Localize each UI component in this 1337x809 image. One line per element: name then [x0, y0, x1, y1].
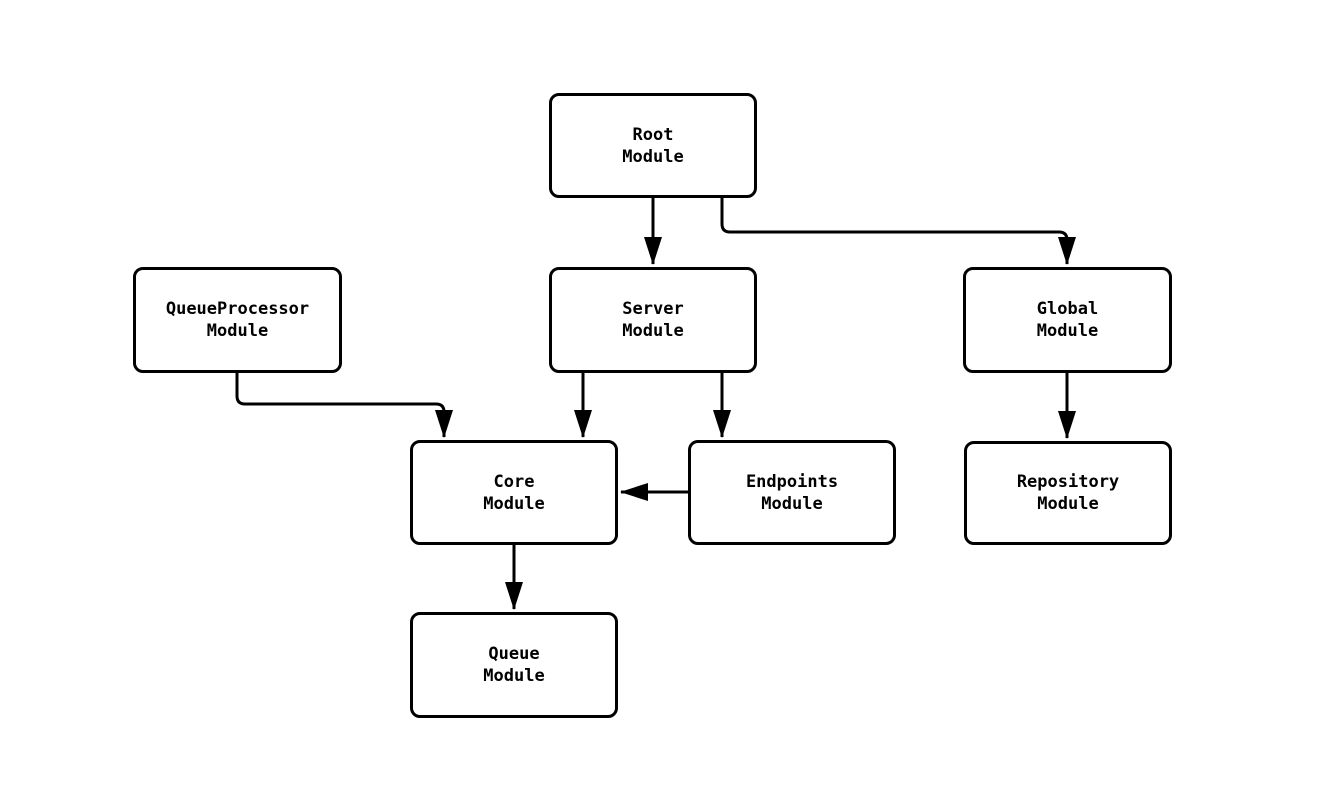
node-core-line1: Core [493, 471, 535, 492]
node-queue-line1: Queue [488, 644, 540, 664]
node-server-line2: Module [622, 321, 684, 341]
node-repository-line2: Module [1037, 494, 1099, 514]
node-label: Endpoints Module [746, 471, 838, 515]
node-endpoints-module: Endpoints Module [688, 440, 896, 545]
node-server-line1: Server [622, 299, 684, 319]
node-label: QueueProcessor Module [166, 298, 309, 342]
node-global-module: Global Module [963, 267, 1172, 373]
node-endpoints-line2: Module [761, 493, 823, 514]
node-core-module: Core Module [410, 440, 618, 545]
node-queue-module: Queue Module [410, 612, 618, 718]
node-label: Core Module [483, 471, 544, 515]
node-queueprocessor-module: QueueProcessor Module [133, 267, 342, 373]
node-core-line2: Module [483, 493, 545, 514]
node-repository-line1: Repository [1016, 472, 1120, 492]
node-root-line2: Module [622, 146, 684, 167]
edge-queueprocessor-to-core-arrow [235, 373, 453, 438]
edge-root-to-global-arrow [720, 198, 1076, 265]
node-root-module: Root Module [549, 93, 757, 198]
node-label: Global Module [1037, 298, 1098, 342]
node-repository-module: Repository Module [964, 441, 1172, 545]
node-global-line1: Global [1036, 299, 1099, 319]
node-server-module: Server Module [549, 267, 757, 373]
node-queue-line2: Module [483, 666, 545, 686]
node-queueprocessor-line2: Module [206, 321, 269, 341]
node-label: Queue Module [483, 643, 544, 687]
node-label: Root Module [622, 124, 683, 168]
node-queueprocessor-line1: QueueProcessor [165, 299, 310, 319]
node-label: Server Module [622, 298, 683, 342]
node-endpoints-line1: Endpoints [745, 471, 839, 492]
node-label: Repository Module [1017, 471, 1119, 515]
node-global-line2: Module [1036, 321, 1099, 341]
node-root-line1: Root [632, 124, 674, 145]
